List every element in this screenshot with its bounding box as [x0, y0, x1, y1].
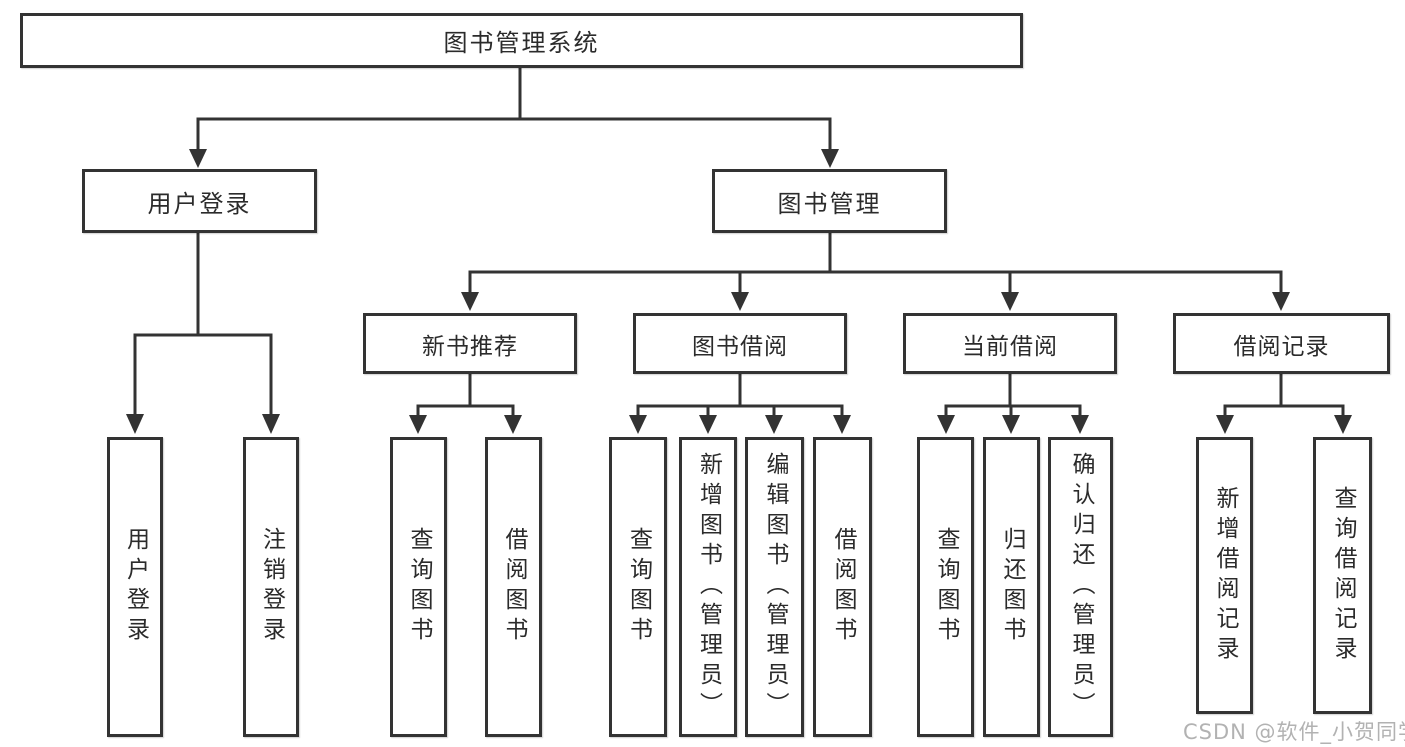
leaf-current-query-books-label: 查询图书 [933, 527, 959, 647]
connector-root-to-level2 [189, 68, 839, 168]
node-new-book-recommend: 新书推荐 [363, 313, 577, 374]
connector-book-borrow-to-leaves [629, 374, 851, 434]
connector-borrow-records-to-leaves [1216, 374, 1352, 434]
node-user-login: 用户登录 [82, 169, 317, 233]
node-book-management-label: 图书管理 [777, 189, 882, 218]
leaf-current-query-books: 查询图书 [917, 437, 974, 737]
leaf-recommend-borrow-books: 借阅图书 [485, 437, 542, 737]
node-root-library-system: 图书管理系统 [20, 13, 1023, 68]
connector-user-login-to-leaves [126, 233, 280, 434]
leaf-records-query-record-label: 查询借阅记录 [1330, 485, 1356, 666]
leaf-records-query-record: 查询借阅记录 [1313, 437, 1372, 714]
leaf-records-add-record: 新增借阅记录 [1196, 437, 1253, 714]
leaf-current-confirm-return-admin-label: 确认归还（管理员） [1068, 452, 1094, 722]
connector-new-book-to-leaves [409, 374, 522, 434]
node-new-book-recommend-label: 新书推荐 [422, 333, 518, 360]
node-root-label: 图书管理系统 [443, 29, 600, 57]
leaf-borrow-query-books-label: 查询图书 [625, 527, 652, 647]
connector-book-management-to-level3 [461, 233, 1290, 311]
connector-current-borrow-to-leaves [937, 374, 1089, 434]
node-current-borrow: 当前借阅 [903, 313, 1117, 374]
leaf-recommend-query-books-label: 查询图书 [406, 527, 432, 647]
leaf-current-confirm-return-admin: 确认归还（管理员） [1048, 437, 1113, 737]
leaf-borrow-add-books-admin-label: 新增图书（管理员） [695, 452, 722, 722]
leaf-user-login-label: 用户登录 [122, 527, 149, 647]
node-borrow-records-label: 借阅记录 [1233, 333, 1330, 360]
leaf-borrow-add-books-admin: 新增图书（管理员） [679, 437, 737, 737]
leaf-recommend-borrow-books-label: 借阅图书 [501, 527, 527, 647]
leaf-records-add-record-label: 新增借阅记录 [1212, 485, 1238, 666]
leaf-borrow-borrow-books: 借阅图书 [813, 437, 872, 737]
leaf-logout-label: 注销登录 [258, 527, 285, 647]
node-current-borrow-label: 当前借阅 [962, 333, 1058, 360]
leaf-logout: 注销登录 [243, 437, 299, 737]
node-borrow-records: 借阅记录 [1173, 313, 1390, 374]
leaf-current-return-books: 归还图书 [983, 437, 1040, 737]
node-book-management: 图书管理 [712, 169, 947, 233]
leaf-borrow-edit-books-admin-label: 编辑图书（管理员） [762, 452, 788, 722]
node-book-borrow-label: 图书借阅 [692, 333, 788, 360]
leaf-recommend-query-books: 查询图书 [390, 437, 447, 737]
node-user-login-label: 用户登录 [147, 189, 252, 218]
leaf-user-login: 用户登录 [107, 437, 163, 737]
leaf-borrow-borrow-books-label: 借阅图书 [830, 527, 856, 647]
leaf-borrow-query-books: 查询图书 [609, 437, 667, 737]
leaf-current-return-books-label: 归还图书 [999, 527, 1025, 647]
node-book-borrow: 图书借阅 [633, 313, 847, 374]
csdn-watermark: CSDN @软件_小贺同学 [1183, 720, 1405, 744]
leaf-borrow-edit-books-admin: 编辑图书（管理员） [745, 437, 804, 737]
